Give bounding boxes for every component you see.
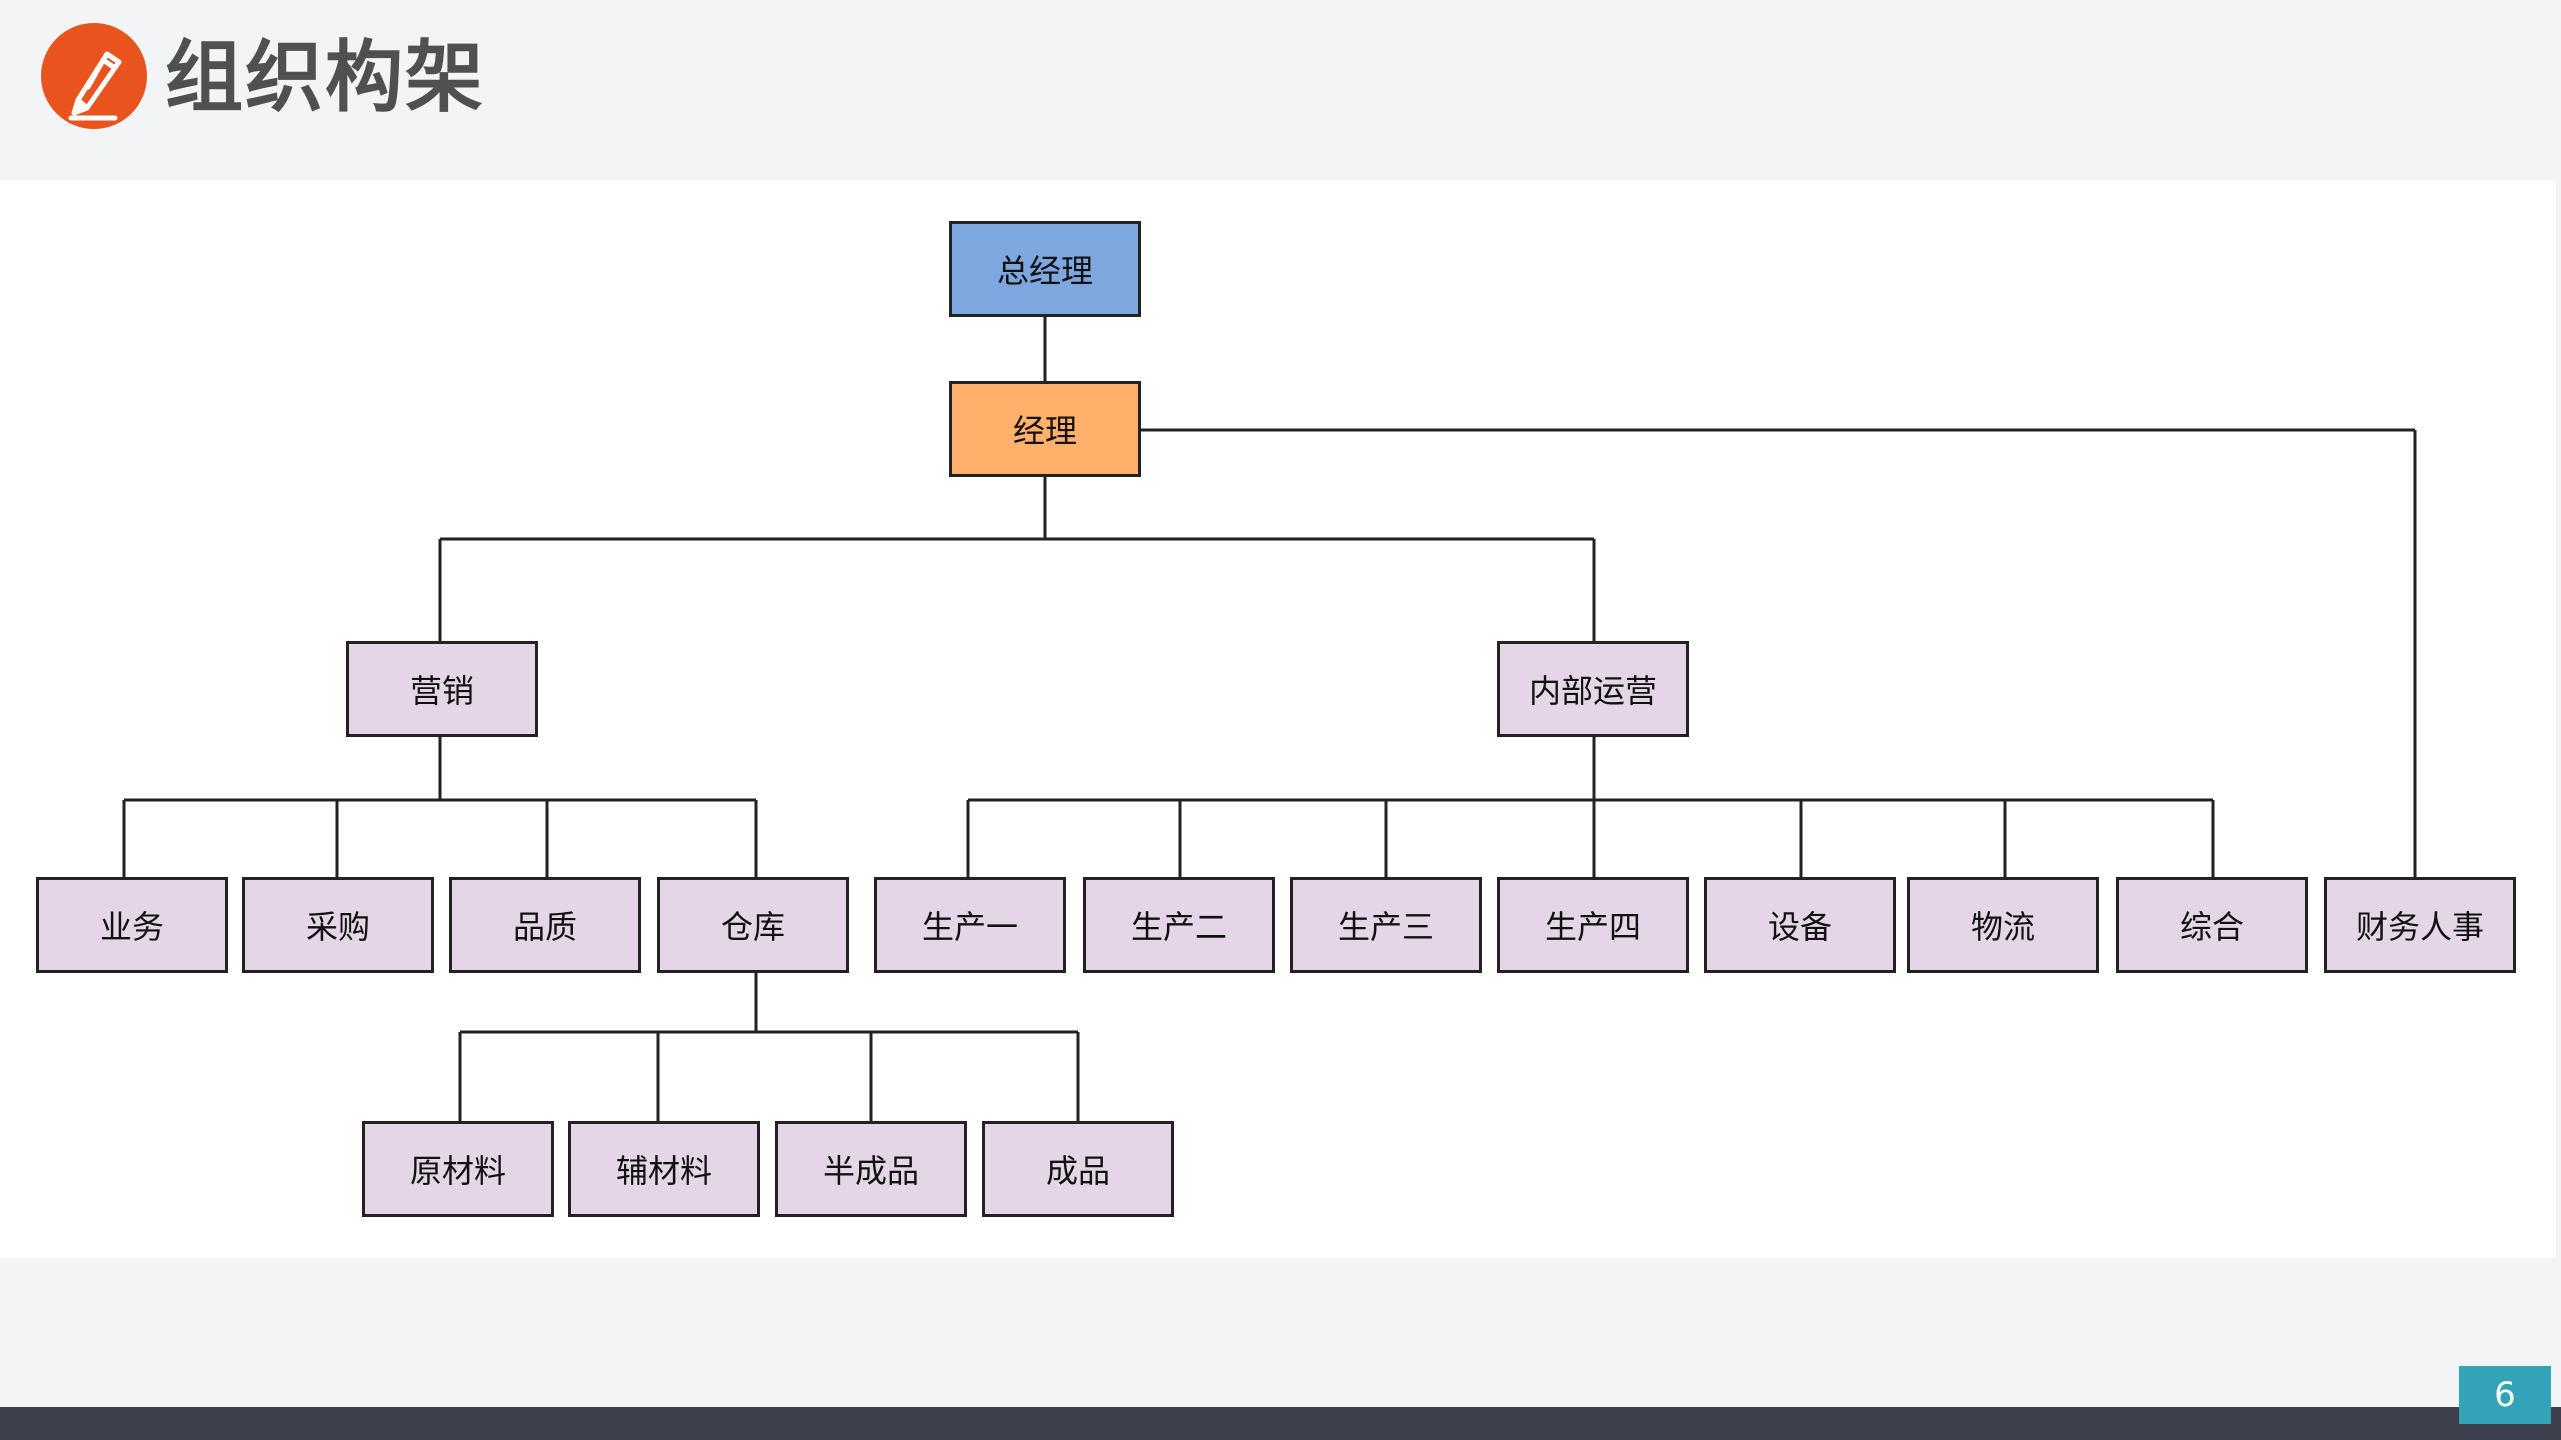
node-internal-operations: 内部运营 — [1497, 641, 1689, 737]
node-logistics: 物流 — [1907, 877, 2099, 973]
node-production-4: 生产四 — [1497, 877, 1689, 973]
node-auxiliary-materials: 辅材料 — [568, 1121, 760, 1217]
page-title: 组织构架 — [165, 33, 486, 123]
node-finished-goods: 成品 — [982, 1121, 1174, 1217]
org-chart-canvas: 总经理 经理 营销 内部运营 业务 采购 品质 仓库 生产一 生产二 生产三 生… — [0, 180, 2556, 1258]
node-procurement: 采购 — [242, 877, 434, 973]
node-production-2: 生产二 — [1083, 877, 1275, 973]
page-number-badge: 6 — [2459, 1366, 2551, 1424]
node-equipment: 设备 — [1704, 877, 1896, 973]
node-finance-hr: 财务人事 — [2324, 877, 2516, 973]
slide-header: 组织构架 — [0, 0, 2561, 180]
node-raw-materials: 原材料 — [362, 1121, 554, 1217]
node-manager: 经理 — [949, 381, 1141, 477]
footer-bar — [0, 1407, 2561, 1440]
node-quality: 品质 — [449, 877, 641, 973]
node-warehouse: 仓库 — [657, 877, 849, 973]
logo — [41, 23, 147, 129]
node-general-affairs: 综合 — [2116, 877, 2308, 973]
node-business: 业务 — [36, 877, 228, 973]
node-general-manager: 总经理 — [949, 221, 1141, 317]
pencil-icon — [68, 51, 122, 121]
node-semi-finished: 半成品 — [775, 1121, 967, 1217]
node-marketing: 营销 — [346, 641, 538, 737]
org-chart-connectors — [122, 317, 2417, 1121]
node-production-1: 生产一 — [874, 877, 1066, 973]
node-production-3: 生产三 — [1290, 877, 1482, 973]
